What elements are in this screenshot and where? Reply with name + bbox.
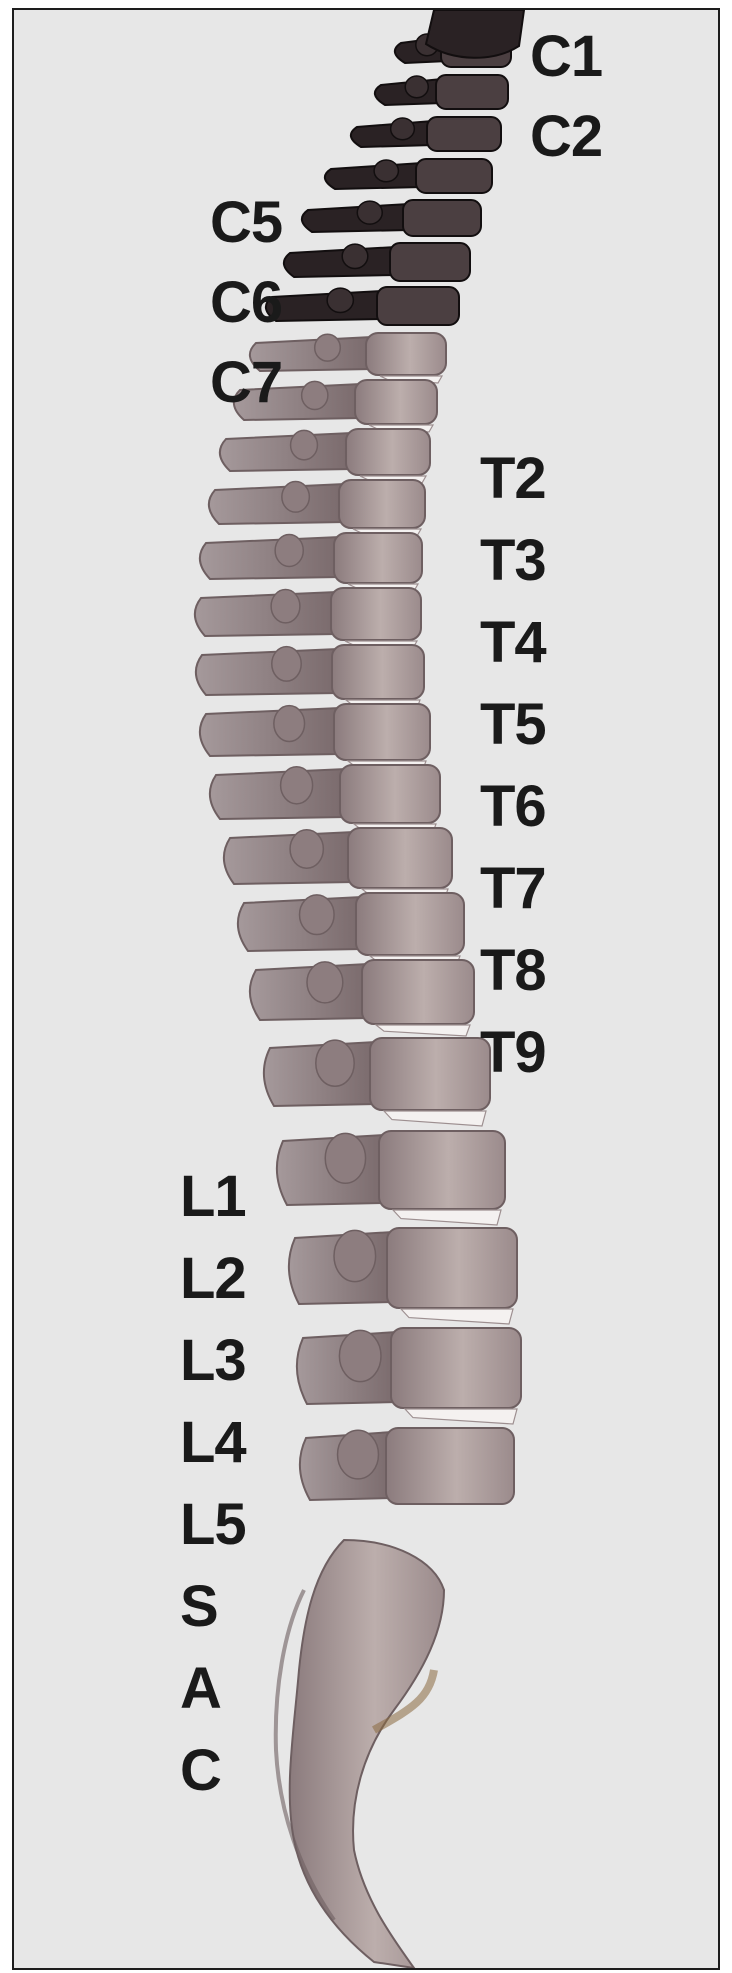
vertebra-facet-10 [291, 430, 318, 459]
vertebra-facet-8 [315, 334, 341, 361]
label-t2: T2 [480, 450, 546, 508]
vertebra-facet-2 [405, 76, 428, 98]
label-l3: L3 [180, 1332, 246, 1390]
vertebra-body-12 [334, 533, 422, 583]
vertebra-body-5 [403, 200, 481, 236]
vertebra-body-7 [377, 287, 459, 325]
vertebra-facet-19 [307, 962, 343, 1003]
vertebra-body-15 [334, 704, 430, 760]
label-c6: C6 [210, 274, 282, 332]
vertebra-body-2 [436, 75, 508, 109]
vertebra-process-12 [200, 537, 340, 579]
intervertebral-disc-22 [401, 1309, 513, 1324]
label-l4: L4 [180, 1414, 246, 1472]
intervertebral-disc-23 [405, 1409, 517, 1424]
vertebra-body-9 [355, 380, 437, 424]
vertebra-facet-7 [327, 288, 353, 312]
vertebra-facet-9 [302, 381, 328, 409]
vertebra-process-14 [196, 649, 338, 695]
vertebra-process-17 [224, 832, 354, 884]
sacrum-shape [290, 1540, 444, 1968]
vertebra-body-8 [366, 333, 446, 375]
intervertebral-disc-20 [384, 1111, 486, 1126]
label-t4: T4 [480, 614, 546, 672]
label-c2: C2 [530, 108, 602, 166]
vertebra-body-20 [370, 1038, 490, 1110]
intervertebral-disc-19 [376, 1025, 470, 1036]
vertebra-facet-17 [290, 830, 323, 868]
label-l2: L2 [180, 1250, 246, 1308]
label-t9: T9 [480, 1024, 546, 1082]
label-s: S [180, 1578, 218, 1636]
vertebra-facet-14 [272, 647, 301, 682]
vertebra-body-23 [391, 1328, 521, 1408]
vertebra-process-6 [284, 247, 396, 277]
vertebra-facet-3 [391, 118, 415, 140]
intervertebral-disc-21 [393, 1210, 501, 1225]
vertebra-body-17 [348, 828, 452, 888]
vertebra-process-7 [266, 291, 383, 321]
vertebra-facet-18 [300, 895, 335, 935]
label-t6: T6 [480, 778, 546, 836]
vertebra-body-19 [362, 960, 474, 1024]
vertebra-process-18 [238, 897, 362, 951]
vertebra-process-13 [195, 592, 337, 636]
vertebra-process-10 [220, 433, 352, 471]
label-l1: L1 [180, 1168, 246, 1226]
vertebra-body-4 [416, 159, 492, 193]
vertebra-body-18 [356, 893, 464, 955]
label-a: A [180, 1660, 221, 1718]
label-c5: C5 [210, 194, 282, 252]
vertebra-facet-21 [325, 1133, 365, 1183]
label-l5: L5 [180, 1496, 246, 1554]
spine-illustration [14, 10, 720, 1970]
vertebra-facet-24 [338, 1430, 379, 1479]
atlas-top [426, 10, 524, 58]
label-t5: T5 [480, 696, 546, 754]
vertebra-body-3 [427, 117, 501, 151]
vertebra-body-10 [346, 429, 430, 475]
vertebra-process-15 [200, 708, 340, 756]
vertebra-body-6 [390, 243, 470, 281]
vertebra-process-11 [209, 484, 345, 524]
label-t3: T3 [480, 532, 546, 590]
vertebra-body-13 [331, 588, 421, 640]
vertebra-body-22 [387, 1228, 517, 1308]
vertebra-process-5 [302, 204, 409, 232]
vertebra-facet-16 [281, 767, 313, 804]
label-c7: C7 [210, 354, 282, 412]
label-t7: T7 [480, 860, 546, 918]
vertebra-body-24 [386, 1428, 514, 1504]
vertebra-facet-11 [282, 481, 310, 512]
spine-figure: C1 C2 C5 C6 C7 T2 T3 T4 T5 T6 T7 T8 T9 L… [12, 8, 720, 1970]
vertebra-facet-4 [374, 160, 398, 182]
vertebra-facet-12 [275, 535, 303, 567]
vertebra-body-14 [332, 645, 424, 699]
vertebra-body-16 [340, 765, 440, 823]
vertebra-facet-13 [271, 590, 300, 623]
label-c: C [180, 1742, 221, 1800]
vertebra-process-16 [210, 769, 346, 819]
label-c1: C1 [530, 28, 602, 86]
vertebra-body-11 [339, 480, 425, 528]
vertebra-facet-5 [357, 201, 382, 224]
vertebra-facet-22 [334, 1230, 376, 1281]
vertebra-facet-6 [342, 244, 368, 268]
vertebra-body-21 [379, 1131, 505, 1209]
vertebra-process-4 [325, 163, 422, 189]
vertebra-facet-20 [316, 1040, 354, 1086]
vertebra-facet-15 [274, 706, 305, 742]
label-t8: T8 [480, 942, 546, 1000]
vertebra-facet-23 [339, 1330, 381, 1381]
